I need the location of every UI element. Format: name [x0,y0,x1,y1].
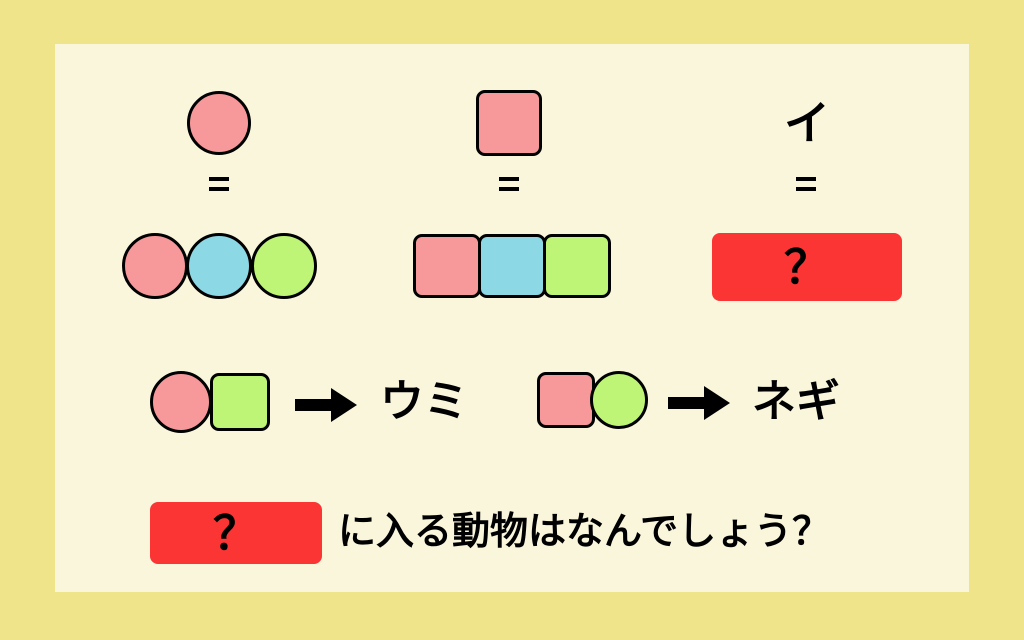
right-arrow-icon [668,386,730,420]
green-square-icon [210,373,270,431]
pink-square-icon [537,372,595,428]
blue-square-icon [478,234,546,298]
question-mark-icon: ？ [213,506,259,560]
pink-circle-icon [150,371,212,433]
equals-sign-icon [796,175,816,193]
pink-circle-icon [122,233,188,299]
green-circle-icon [251,233,317,299]
rule-2-result: ネギ [752,376,840,427]
unknown-answer-box: ？ [712,233,902,301]
question-answer-box: ？ [150,502,322,564]
pink-square-icon [476,90,542,156]
right-arrow-icon [295,388,357,422]
rule-1-result: ウミ [380,376,468,427]
question-mark-icon: ？ [784,240,830,294]
green-circle-icon [590,371,648,429]
blue-circle-icon [186,233,252,299]
equals-sign-icon [499,175,519,193]
pink-square-icon [413,234,481,298]
pink-circle-icon [187,91,251,155]
question-text: に入る動物はなんでしょう？ [338,509,831,553]
green-square-icon [543,234,611,298]
label-i: イ [784,96,830,150]
equals-sign-icon [209,175,229,193]
